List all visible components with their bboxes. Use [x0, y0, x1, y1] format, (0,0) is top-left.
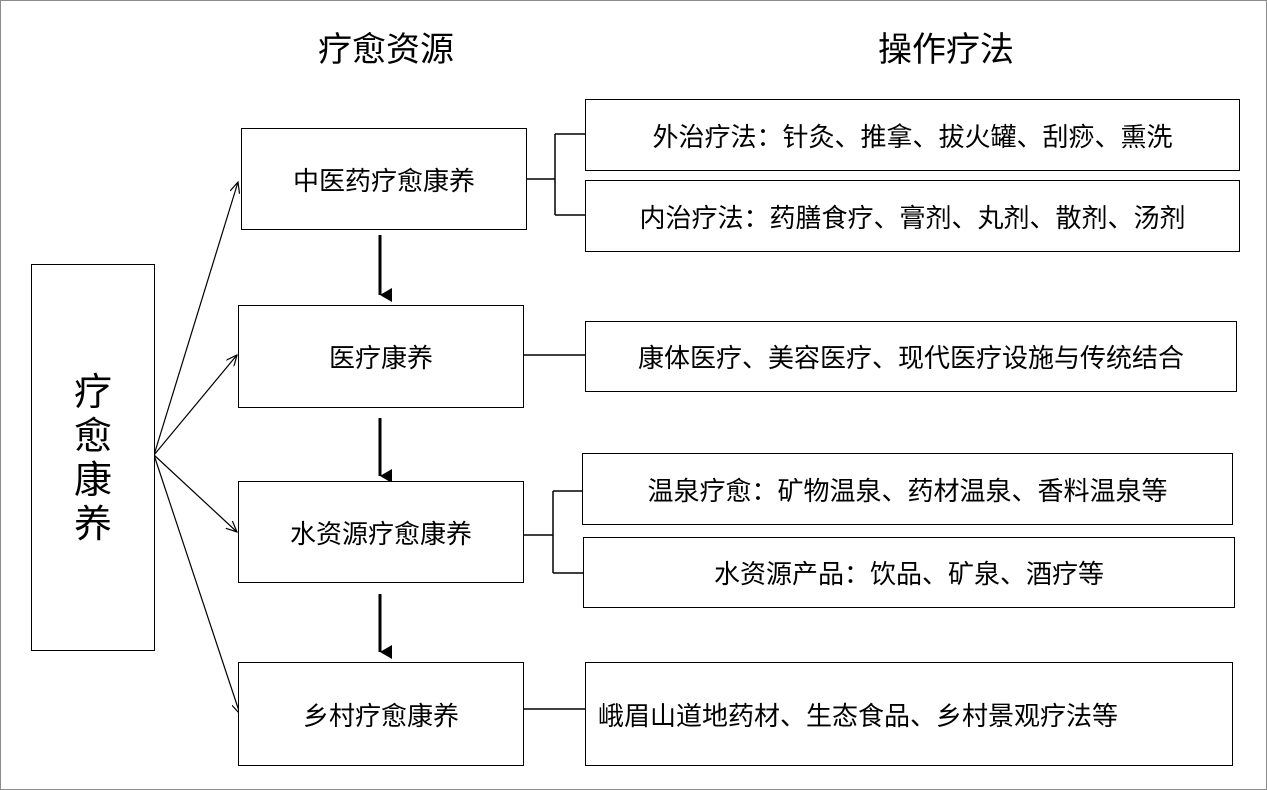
method-box-internal: 内治疗法：药膳食疗、膏剂、丸剂、散剂、汤剂 — [585, 180, 1240, 252]
method-box-medical: 康体医疗、美容医疗、现代医疗设施与传统结合 — [585, 321, 1237, 392]
method-box-rural: 峨眉山道地药材、生态食品、乡村景观疗法等 — [585, 662, 1233, 766]
resource-label: 水资源疗愈康养 — [289, 519, 472, 550]
header-methods: 操作疗法 — [878, 30, 1014, 70]
method-label: 外治疗法：针灸、推拿、拔火罐、刮痧、熏洗 — [652, 122, 1173, 153]
method-box-hotspring: 温泉疗愈：矿物温泉、药材温泉、香料温泉等 — [582, 453, 1233, 525]
root-label: 疗 愈 康 养 — [74, 370, 112, 546]
resource-label: 乡村疗愈康养 — [302, 701, 459, 732]
bracket-water — [523, 490, 584, 574]
resource-box-tcm: 中医药疗愈康养 — [241, 128, 527, 230]
resource-box-medical: 医疗康养 — [238, 305, 524, 408]
resource-label: 中医药疗愈康养 — [292, 166, 475, 197]
root-char: 养 — [73, 501, 112, 546]
arrow-root-to-tcm — [153, 182, 238, 456]
method-label: 内治疗法：药膳食疗、膏剂、丸剂、散剂、汤剂 — [639, 203, 1186, 234]
method-box-external: 外治疗法：针灸、推拿、拔火罐、刮痧、熏洗 — [585, 99, 1240, 171]
root-char: 愈 — [73, 413, 112, 458]
resource-box-water: 水资源疗愈康养 — [238, 481, 524, 583]
method-label: 温泉疗愈：矿物温泉、药材温泉、香料温泉等 — [647, 476, 1168, 507]
method-label: 水资源产品：饮品、矿泉、酒疗等 — [713, 560, 1104, 590]
root-char: 康 — [73, 457, 112, 502]
resource-label: 医疗康养 — [328, 344, 433, 374]
method-label: 峨眉山道地药材、生态食品、乡村景观疗法等 — [598, 701, 1119, 732]
header-resources: 疗愈资源 — [318, 30, 454, 70]
method-label: 康体医疗、美容医疗、现代医疗设施与传统结合 — [637, 344, 1184, 374]
arrow-root-to-rural — [153, 454, 240, 714]
root-char: 疗 — [73, 369, 112, 414]
root-box: 疗 愈 康 养 — [31, 264, 155, 651]
arrow-root-to-water — [153, 454, 237, 532]
method-box-water-products: 水资源产品：饮品、矿泉、酒疗等 — [583, 537, 1235, 608]
resource-box-rural: 乡村疗愈康养 — [238, 662, 524, 766]
bracket-tcm — [526, 133, 587, 216]
arrow-root-to-medical — [153, 355, 237, 456]
